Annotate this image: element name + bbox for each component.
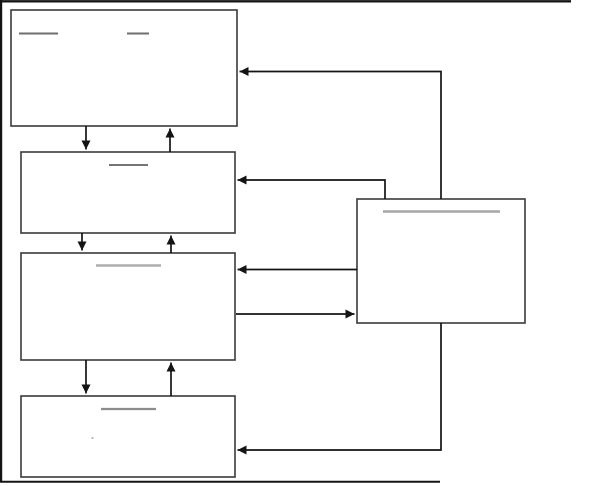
- arrow-sidebox-to-box4: [237, 323, 442, 455]
- flow-box-1: [10, 9, 238, 127]
- flow-box-3: [20, 252, 236, 361]
- arrow-sidebox-to-box1: [239, 67, 442, 199]
- side-box: [356, 198, 526, 324]
- arrow-sidebox-to-box2: [237, 175, 386, 199]
